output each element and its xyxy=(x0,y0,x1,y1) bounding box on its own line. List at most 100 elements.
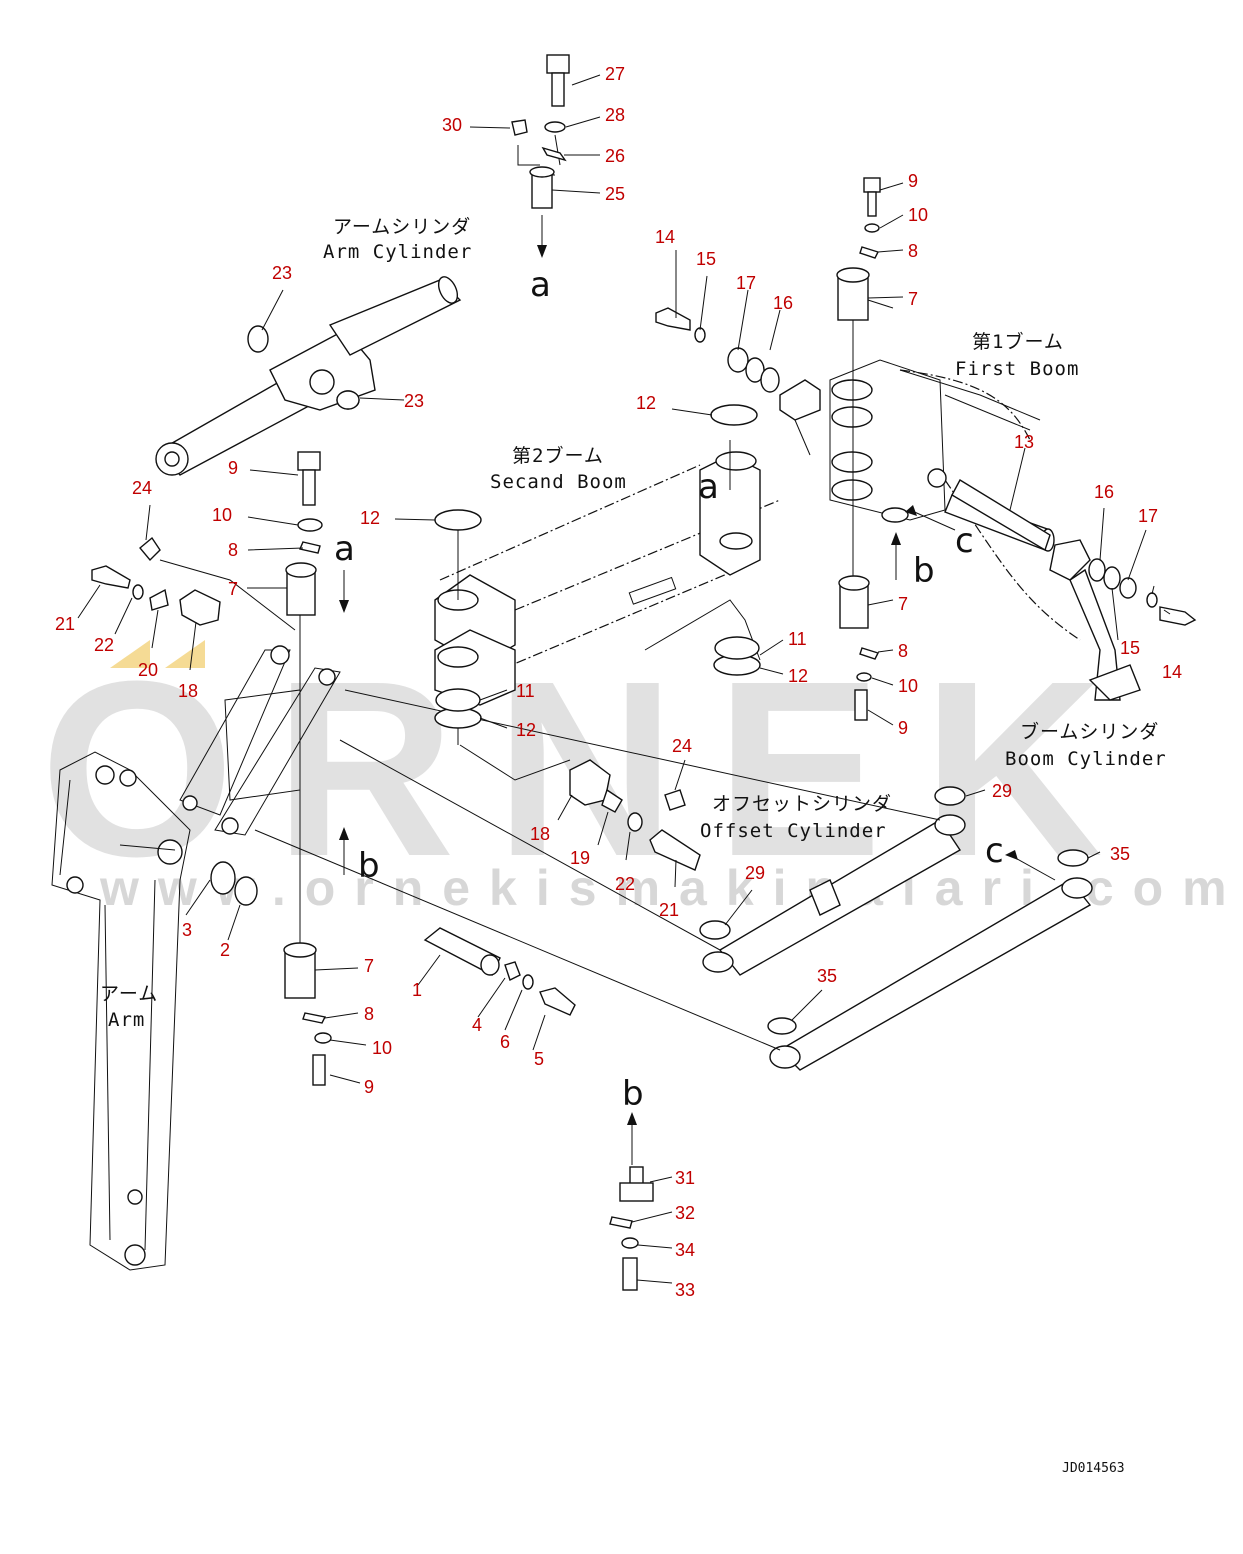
arm-assembly xyxy=(51,645,341,1271)
callout-18-left: 18 xyxy=(178,681,198,701)
watermark: ORNEK www.ornekismakinalari.com.tr xyxy=(40,629,1243,916)
callout-16-right: 16 xyxy=(1094,482,1114,502)
label-first-boom-en: First Boom xyxy=(955,358,1079,380)
component-labels: アームシリンダ Arm Cylinder 第2ブーム Secand Boom 第… xyxy=(100,216,1167,1031)
callout-11-right: 11 xyxy=(788,629,807,649)
callout-22-mid: 22 xyxy=(615,874,635,894)
callout-24-left: 24 xyxy=(132,478,152,498)
callout-28: 28 xyxy=(605,105,625,125)
label-boom-cylinder-jp: ブームシリンダ xyxy=(1020,720,1159,743)
label-offset-cylinder-jp: オフセットシリンダ xyxy=(712,793,892,815)
callout-21-mid: 21 xyxy=(659,900,679,920)
label-offset-cylinder-en: Offset Cylinder xyxy=(700,820,887,842)
view-arrows xyxy=(339,215,1056,1165)
arrow-head-b-left xyxy=(339,827,349,840)
second-boom xyxy=(434,451,781,706)
callout-9-left: 9 xyxy=(228,458,238,478)
label-arm-jp: アーム xyxy=(100,983,158,1005)
view-marker-b-bottom: b xyxy=(622,1074,644,1114)
callout-9-bottom: 9 xyxy=(364,1077,374,1097)
callout-33: 33 xyxy=(675,1280,695,1300)
callout-15-right: 15 xyxy=(1120,638,1140,658)
leader-lines xyxy=(77,74,1171,1284)
callout-15-upper: 15 xyxy=(696,249,716,269)
part-number-callouts: 27 28 30 26 25 9 10 8 7 14 15 17 16 23 2… xyxy=(55,64,1182,1300)
callout-7-bottom: 7 xyxy=(364,956,374,976)
callout-5: 5 xyxy=(534,1049,544,1069)
callout-10-top: 10 xyxy=(908,205,928,225)
callout-17-right: 17 xyxy=(1138,506,1158,526)
callout-26: 26 xyxy=(605,146,625,166)
drawing-code: JD014563 xyxy=(1062,1461,1125,1476)
callout-7-left: 7 xyxy=(228,579,238,599)
arrow-head-a-left xyxy=(339,600,349,613)
view-marker-c-lower: c xyxy=(985,831,1004,871)
watermark-logo-mark xyxy=(110,640,205,668)
callout-12-mid: 12 xyxy=(516,720,536,740)
label-boom-cylinder-en: Boom Cylinder xyxy=(1005,748,1167,770)
callout-18-mid: 18 xyxy=(530,824,550,844)
bottom-rod xyxy=(769,877,1093,1071)
callout-10-right: 10 xyxy=(898,676,918,696)
arrow-head-c-right xyxy=(905,505,917,516)
callout-24-mid: 24 xyxy=(672,736,692,756)
label-arm-cylinder-en: Arm Cylinder xyxy=(323,241,472,263)
callout-7-top: 7 xyxy=(908,289,918,309)
callout-29-lower: 29 xyxy=(745,863,765,883)
view-marker-a-left: a xyxy=(334,529,355,569)
callout-3: 3 xyxy=(182,920,192,940)
offset-cylinder xyxy=(702,814,966,976)
small-parts xyxy=(91,54,1197,1291)
callout-12-left: 12 xyxy=(360,508,380,528)
callout-27: 27 xyxy=(605,64,625,84)
label-second-boom-jp: 第2ブーム xyxy=(512,444,604,467)
callout-34: 34 xyxy=(675,1240,695,1260)
callout-1: 1 xyxy=(412,980,422,1000)
callout-7-right: 7 xyxy=(898,594,908,614)
callout-2: 2 xyxy=(220,940,230,960)
arrow-head-c-lower xyxy=(1005,850,1018,860)
callout-35-right: 35 xyxy=(1110,844,1130,864)
callout-25: 25 xyxy=(605,184,625,204)
callout-21-left: 21 xyxy=(55,614,75,634)
arm-cylinder xyxy=(155,276,462,476)
callout-17-upper: 17 xyxy=(736,273,756,293)
callout-9-top: 9 xyxy=(908,171,918,191)
callout-10-left: 10 xyxy=(212,505,232,525)
callout-12-right: 12 xyxy=(788,666,808,686)
callout-19: 19 xyxy=(570,848,590,868)
callout-11-left: 11 xyxy=(516,681,535,701)
view-marker-b-right: b xyxy=(913,551,935,591)
label-first-boom-jp: 第1ブーム xyxy=(972,330,1064,353)
view-marker-c-right: c xyxy=(955,521,974,561)
arrow-head-b-bottom xyxy=(627,1112,637,1125)
arrow-head-a-top xyxy=(537,245,547,258)
callout-14-right: 14 xyxy=(1162,662,1182,682)
callout-4: 4 xyxy=(472,1015,482,1035)
callout-14-upper: 14 xyxy=(655,227,675,247)
callout-29-right: 29 xyxy=(992,781,1012,801)
label-second-boom-en: Secand Boom xyxy=(490,471,627,493)
callout-32: 32 xyxy=(675,1203,695,1223)
callout-8-right: 8 xyxy=(898,641,908,661)
callout-6: 6 xyxy=(500,1032,510,1052)
callout-12-upper: 12 xyxy=(636,393,656,413)
callout-35-lower: 35 xyxy=(817,966,837,986)
arrow-head-b-right xyxy=(891,532,901,545)
first-boom xyxy=(779,359,1081,641)
callout-22-left: 22 xyxy=(94,635,114,655)
callout-8-top: 8 xyxy=(908,241,918,261)
guide-lines xyxy=(119,134,941,1051)
view-marker-a-boom: a xyxy=(698,467,719,507)
callout-20: 20 xyxy=(138,660,158,680)
callout-30: 30 xyxy=(442,115,462,135)
callout-9-right: 9 xyxy=(898,718,908,738)
callout-10-bottom: 10 xyxy=(372,1038,392,1058)
view-marker-b-left: b xyxy=(358,846,380,886)
callout-23-top: 23 xyxy=(272,263,292,283)
view-marker-a-top: a xyxy=(530,265,551,305)
view-marker-labels: a a a b b b c c xyxy=(334,265,1004,1114)
callout-31: 31 xyxy=(675,1168,695,1188)
